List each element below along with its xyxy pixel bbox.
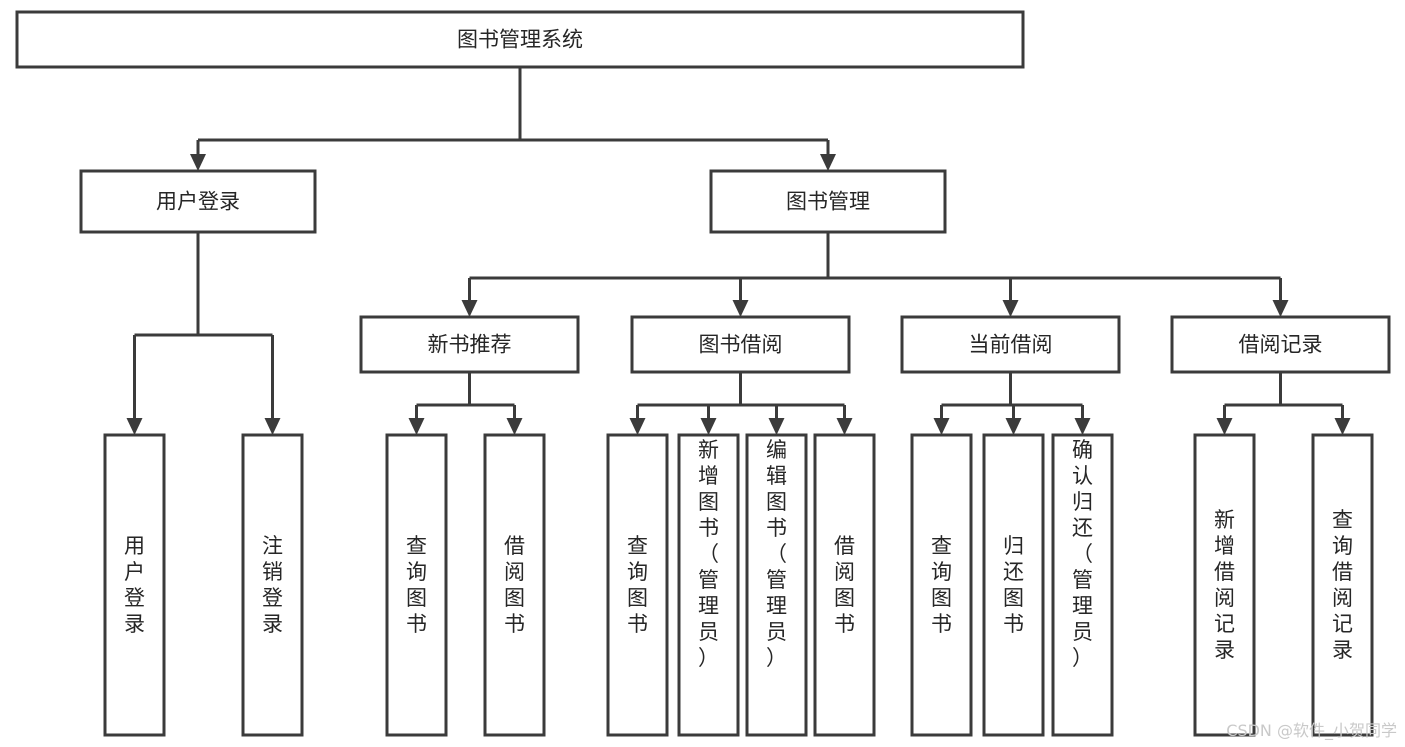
- node-borrow-record[interactable]: 借阅记录: [1170, 315, 1391, 374]
- connector-root: [190, 67, 836, 171]
- leaf-leaf-query-book[interactable]: 查询图书: [606, 433, 669, 737]
- arrow-head-icon: [700, 418, 717, 435]
- node-current-borrow[interactable]: 当前借阅: [900, 315, 1121, 374]
- leaf-leaf-query-book-box[interactable]: [606, 433, 669, 737]
- leaf-leaf-borrow-book-box[interactable]: [813, 433, 876, 737]
- leaf-leaf-user-login-box[interactable]: [103, 433, 166, 737]
- node-user-login-box[interactable]: [79, 169, 317, 234]
- node-book-manage-label: 图书管理: [786, 190, 870, 214]
- leaf-leaf-query-book-label: 查询图书: [627, 534, 648, 636]
- arrow-head-icon: [506, 418, 523, 435]
- connector-layer: [126, 67, 1351, 435]
- connector-book-borrow: [629, 372, 853, 435]
- arrow-head-icon: [1216, 418, 1233, 435]
- leaf-leaf-query-record-label: 查询借阅记录: [1332, 508, 1353, 662]
- leaf-leaf-edit-book[interactable]: 编辑图书（管理员）: [745, 433, 808, 737]
- leaf-leaf-borrow-book-label: 借阅图书: [834, 534, 855, 636]
- arrow-head-icon: [190, 154, 206, 171]
- leaf-leaf-return-book[interactable]: 归还图书: [982, 433, 1045, 737]
- leaf-leaf-user-login-label: 用户登录: [124, 534, 145, 636]
- arrow-head-icon: [1005, 418, 1022, 435]
- arrow-head-icon: [820, 154, 836, 171]
- node-layer: 图书管理系统用户登录图书管理新书推荐图书借阅当前借阅借阅记录用户登录注销登录查询…: [15, 10, 1391, 737]
- leaf-leaf-add-record-box[interactable]: [1193, 433, 1256, 737]
- connector-new-book-rec: [408, 372, 523, 435]
- leaf-leaf-add-book[interactable]: 新增图书（管理员）: [677, 433, 740, 737]
- leaf-leaf-return-book-label: 归还图书: [1003, 534, 1024, 636]
- arrow-head-icon: [264, 418, 281, 435]
- leaf-leaf-add-book-box[interactable]: [677, 433, 740, 737]
- watermark-text: CSDN @软件_小贺同学: [1226, 721, 1397, 740]
- arrow-head-icon: [1074, 418, 1091, 435]
- node-book-manage[interactable]: 图书管理: [709, 169, 947, 234]
- node-book-borrow[interactable]: 图书借阅: [630, 315, 851, 374]
- leaf-leaf-return-book-box[interactable]: [982, 433, 1045, 737]
- arrow-head-icon: [1002, 300, 1019, 317]
- arrow-head-icon: [126, 418, 143, 435]
- node-book-borrow-box[interactable]: [630, 315, 851, 374]
- node-user-login-label: 用户登录: [156, 190, 240, 214]
- connector-book-manage: [461, 232, 1289, 317]
- leaf-leaf-query-book-cur-label: 查询图书: [931, 534, 952, 636]
- leaf-leaf-confirm-return-label: 确认归还（管理员）: [1072, 438, 1093, 670]
- arrow-head-icon: [629, 418, 646, 435]
- connector-user-login: [126, 232, 281, 435]
- node-book-manage-box[interactable]: [709, 169, 947, 234]
- leaf-leaf-query-book-rec-label: 查询图书: [406, 534, 427, 636]
- leaf-leaf-borrow-book-rec-box[interactable]: [483, 433, 546, 737]
- leaf-leaf-borrow-book[interactable]: 借阅图书: [813, 433, 876, 737]
- leaf-leaf-user-logout[interactable]: 注销登录: [241, 433, 304, 737]
- leaf-leaf-query-book-cur[interactable]: 查询图书: [910, 433, 973, 737]
- leaf-leaf-query-record-box[interactable]: [1311, 433, 1374, 737]
- leaf-leaf-query-book-rec-box[interactable]: [385, 433, 448, 737]
- node-book-borrow-label: 图书借阅: [699, 333, 783, 357]
- leaf-leaf-edit-book-label: 编辑图书（管理员）: [766, 438, 787, 670]
- leaf-leaf-user-logout-box[interactable]: [241, 433, 304, 737]
- arrow-head-icon: [768, 418, 785, 435]
- node-borrow-record-label: 借阅记录: [1239, 333, 1323, 357]
- leaf-leaf-add-book-label: 新增图书（管理员）: [698, 438, 719, 670]
- arrow-head-icon: [461, 300, 478, 317]
- leaf-leaf-confirm-return-box[interactable]: [1051, 433, 1114, 737]
- arrow-head-icon: [1334, 418, 1351, 435]
- node-new-book-rec-label: 新书推荐: [428, 333, 512, 357]
- leaf-leaf-borrow-book-rec[interactable]: 借阅图书: [483, 433, 546, 737]
- leaf-leaf-confirm-return[interactable]: 确认归还（管理员）: [1051, 433, 1114, 737]
- node-root-box[interactable]: [15, 10, 1025, 69]
- node-current-borrow-label: 当前借阅: [969, 333, 1053, 357]
- arrow-head-icon: [408, 418, 425, 435]
- node-root[interactable]: 图书管理系统: [15, 10, 1025, 69]
- leaf-leaf-query-book-cur-box[interactable]: [910, 433, 973, 737]
- node-new-book-rec[interactable]: 新书推荐: [359, 315, 580, 374]
- leaf-leaf-user-login[interactable]: 用户登录: [103, 433, 166, 737]
- leaf-leaf-add-record[interactable]: 新增借阅记录: [1193, 433, 1256, 737]
- node-borrow-record-box[interactable]: [1170, 315, 1391, 374]
- arrow-head-icon: [836, 418, 853, 435]
- arrow-head-icon: [1272, 300, 1289, 317]
- leaf-leaf-edit-book-box[interactable]: [745, 433, 808, 737]
- leaf-leaf-query-record[interactable]: 查询借阅记录: [1311, 433, 1374, 737]
- leaf-leaf-borrow-book-rec-label: 借阅图书: [504, 534, 525, 636]
- leaf-leaf-add-record-label: 新增借阅记录: [1214, 508, 1235, 662]
- node-user-login[interactable]: 用户登录: [79, 169, 317, 234]
- leaf-leaf-query-book-rec[interactable]: 查询图书: [385, 433, 448, 737]
- arrow-head-icon: [933, 418, 950, 435]
- leaf-leaf-user-logout-label: 注销登录: [262, 534, 283, 636]
- node-root-label: 图书管理系统: [457, 28, 583, 52]
- connector-borrow-record: [1216, 372, 1351, 435]
- node-new-book-rec-box[interactable]: [359, 315, 580, 374]
- node-current-borrow-box[interactable]: [900, 315, 1121, 374]
- arrow-head-icon: [732, 300, 749, 317]
- connector-current-borrow: [933, 372, 1091, 435]
